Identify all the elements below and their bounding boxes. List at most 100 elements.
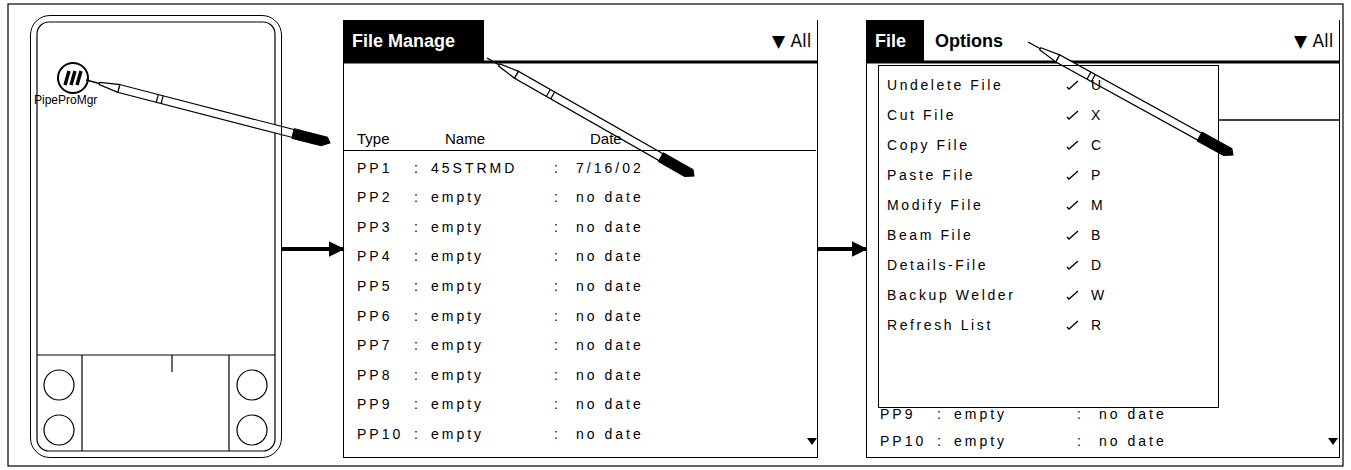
- column-header: Date: [590, 130, 622, 148]
- file-type: PP6: [357, 307, 392, 325]
- options-menu: Undelete FileUCut FileXCopy FileCPaste F…: [878, 65, 1219, 408]
- checkmark: [1067, 81, 1078, 89]
- file-type: PP9: [880, 405, 915, 423]
- menu-item: Beam File: [887, 226, 973, 244]
- shortcut-key: P: [1091, 166, 1103, 184]
- title-tab: [866, 20, 924, 62]
- checkmark: [1067, 171, 1078, 179]
- shortcut-key: C: [1091, 136, 1104, 154]
- checkmark: [1067, 201, 1078, 209]
- checkmark: [1067, 141, 1078, 149]
- button-divider: [81, 355, 82, 451]
- device-screen-outline: [37, 22, 275, 451]
- stylus: [85, 75, 332, 148]
- checkmark: [1067, 111, 1078, 119]
- separator: :: [414, 247, 421, 265]
- separator: :: [414, 395, 421, 413]
- stylus-cap: [1197, 132, 1235, 159]
- separator: :: [554, 336, 561, 354]
- stylus-body: [515, 71, 663, 160]
- stylus-cone: [1038, 45, 1059, 62]
- flow-arrow: [282, 247, 343, 251]
- button-divider: [171, 355, 172, 372]
- column-header: Name: [445, 130, 485, 148]
- filter-label: ▼ All: [1294, 30, 1334, 52]
- separator: :: [554, 366, 561, 384]
- menu-item: Modify File: [887, 196, 983, 214]
- file-type: PP8: [357, 366, 392, 384]
- menu-item: Cut File: [887, 106, 956, 124]
- file-name: empty: [431, 395, 484, 413]
- file-name: empty: [431, 247, 484, 265]
- separator: :: [414, 336, 421, 354]
- file-date: no date: [576, 366, 644, 384]
- stylus-cap: [292, 129, 331, 148]
- app-icon: [58, 63, 88, 93]
- file-list-box: TypeNameDatePP1:45STRMD:7/16/02PP2:empty…: [344, 150, 816, 457]
- file-type: PP7: [357, 336, 392, 354]
- file-type: PP2: [357, 188, 392, 206]
- stylus-point: [86, 80, 100, 83]
- shortcut-key: U: [1091, 76, 1104, 94]
- stylus-point: [487, 58, 499, 65]
- file-date: no date: [576, 336, 644, 354]
- flow-arrow: [818, 247, 866, 251]
- file-type: PP9: [357, 395, 392, 413]
- separator: :: [414, 188, 421, 206]
- menu-item: Backup Welder: [887, 286, 1015, 304]
- menu-title: Options: [935, 30, 1003, 52]
- button-divider: [37, 354, 275, 355]
- file-type: PP5: [357, 277, 392, 295]
- separator: :: [1077, 405, 1084, 423]
- file-name: empty: [431, 307, 484, 325]
- file-type: PP1: [357, 159, 392, 177]
- file-date: no date: [1099, 432, 1167, 450]
- menu-item: Copy File: [887, 136, 970, 154]
- menu-checkmarks: [1067, 81, 1078, 329]
- file-manage-screen: File Manage▼ AllTypeNameDatePP1:45STRMD:…: [343, 20, 818, 458]
- file-options-screen: FileOptions▼ AllPP9:empty:no datePP10:em…: [866, 20, 1340, 458]
- stylus-body: [118, 85, 294, 138]
- file-date: no date: [576, 307, 644, 325]
- checkmark: [1067, 321, 1078, 329]
- outer-frame: [8, 4, 1343, 466]
- filter-label: ▼ All: [772, 30, 812, 52]
- screen-tab: File Manage: [352, 30, 455, 52]
- separator: :: [1077, 432, 1084, 450]
- shortcut-key: X: [1091, 106, 1103, 124]
- file-name: empty: [431, 425, 484, 443]
- hardware-button: [237, 370, 267, 400]
- separator: :: [414, 307, 421, 325]
- file-name: empty: [954, 432, 1007, 450]
- file-date: no date: [1099, 405, 1167, 423]
- screen-tab: File: [875, 30, 906, 52]
- pda-device: PipeProMgr: [30, 15, 282, 458]
- checkmark: [1067, 291, 1078, 299]
- file-type: PP10: [880, 432, 926, 450]
- icon-circle: [58, 63, 88, 93]
- separator: :: [554, 307, 561, 325]
- stylus-band: [546, 89, 554, 98]
- file-name: empty: [431, 366, 484, 384]
- hardware-button: [237, 415, 267, 445]
- stylus-cone: [99, 80, 120, 93]
- app-label: PipeProMgr: [34, 91, 97, 109]
- separator: :: [554, 277, 561, 295]
- shortcut-key: R: [1091, 316, 1104, 334]
- header-rule: [343, 61, 818, 64]
- separator: :: [554, 425, 561, 443]
- stylus-group: [85, 38, 1236, 181]
- file-type: PP10: [357, 425, 403, 443]
- shortcut-key: M: [1091, 196, 1105, 214]
- separator: :: [414, 218, 421, 236]
- scroll-arrow: [807, 438, 817, 445]
- list-box-top: [1219, 119, 1340, 121]
- checkmark: [1067, 231, 1078, 239]
- file-name: 45STRMD: [431, 159, 517, 177]
- title-tab: [343, 20, 484, 62]
- stylus-cap: [659, 153, 697, 181]
- device-buttons: [37, 355, 275, 451]
- separator: :: [414, 277, 421, 295]
